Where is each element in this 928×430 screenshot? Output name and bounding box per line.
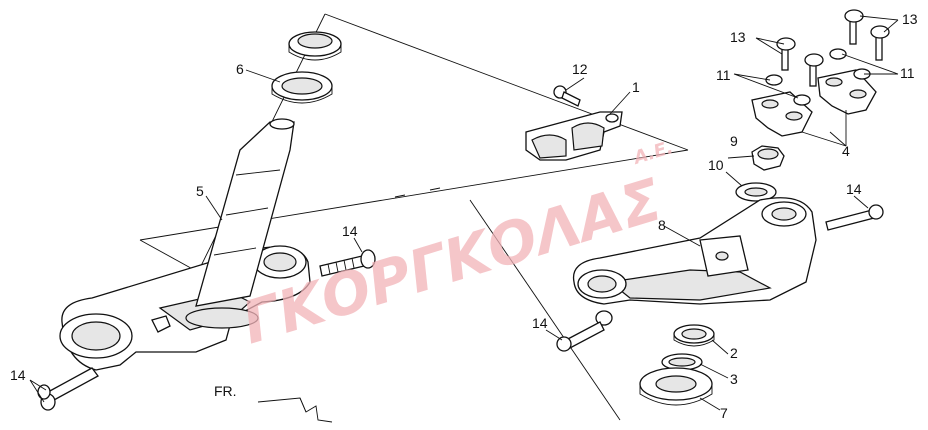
bearing-ring-3 — [661, 353, 703, 371]
front-direction-arrow — [257, 397, 333, 423]
callout-6: 6 — [236, 61, 244, 77]
callout-14-stem: 14 — [342, 223, 358, 239]
callout-4: 4 — [842, 143, 850, 159]
callout-14-stem-bolt: 14 — [10, 367, 26, 383]
front-direction-label: FR. — [214, 383, 237, 399]
top-bridge — [572, 197, 817, 326]
callout-12: 12 — [572, 61, 588, 77]
dust-seal-cap — [288, 31, 342, 61]
callout-9: 9 — [730, 133, 738, 149]
steering-stem — [59, 118, 311, 371]
bearing-cup-7 — [639, 367, 713, 406]
callout-10: 10 — [708, 157, 724, 173]
oil-seal — [271, 71, 333, 104]
bolt-14-stem-left — [37, 367, 99, 411]
bearing-race-2 — [673, 324, 715, 347]
upper-clamp — [525, 111, 623, 161]
callout-7: 7 — [720, 405, 728, 421]
leader-lines — [29, 15, 899, 411]
callout-11-right: 11 — [900, 65, 915, 81]
callout-5: 5 — [196, 183, 204, 199]
bolt-12 — [553, 85, 581, 107]
callout-8: 8 — [658, 217, 666, 233]
bolts-13 — [776, 9, 890, 87]
reference-plane — [139, 13, 689, 421]
bolt-14-bridge-top — [825, 204, 884, 231]
bolt-14-bridge-bottom — [556, 321, 605, 352]
callout-13-right: 13 — [902, 11, 918, 27]
stem-nut — [751, 145, 785, 171]
callout-14-bridge-bolt: 14 — [532, 315, 548, 331]
callout-2: 2 — [730, 345, 738, 361]
callout-11-left: 11 — [716, 67, 731, 83]
callout-14-bridge: 14 — [846, 181, 862, 197]
stem-washer — [735, 182, 777, 202]
callout-13-left: 13 — [730, 29, 746, 45]
callout-1: 1 — [632, 79, 640, 95]
bolt-14-stem-right — [319, 249, 376, 277]
washers-11 — [765, 48, 871, 106]
watermark-suffix: Α.Ε. — [629, 137, 675, 169]
callout-3: 3 — [730, 371, 738, 387]
